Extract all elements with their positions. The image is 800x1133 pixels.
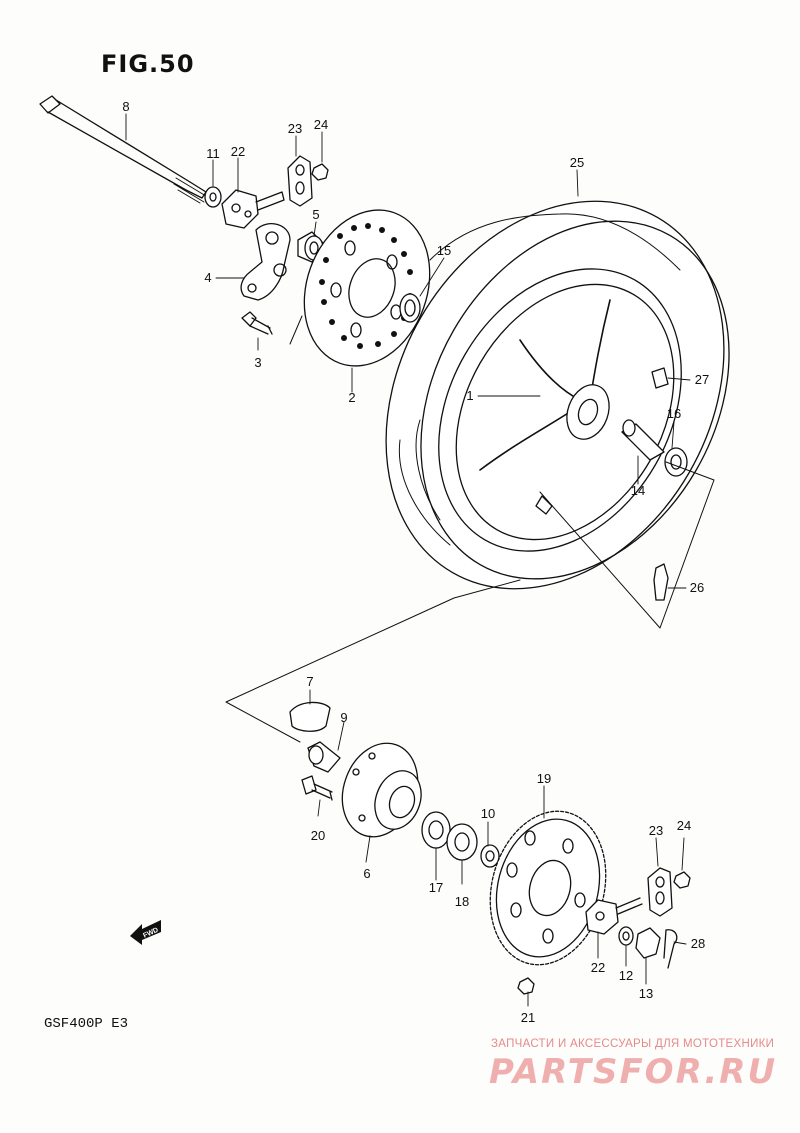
dust-seal-16 — [664, 447, 688, 477]
adjuster-plate-lower — [647, 867, 673, 917]
washer-11 — [204, 186, 222, 208]
callout-7: 7 — [306, 674, 313, 689]
rear-sprocket — [489, 810, 607, 966]
bolt-20 — [301, 775, 333, 801]
tire-valve — [653, 563, 669, 601]
figure-title: FIG.50 — [101, 50, 195, 78]
callout-12: 12 — [619, 968, 633, 983]
callout-18: 18 — [455, 894, 469, 909]
callout-9: 9 — [340, 710, 347, 725]
callout-13: 13 — [639, 986, 653, 1001]
cushion-7 — [289, 701, 331, 732]
callout-23a: 23 — [288, 121, 302, 136]
watermark-tagline: ЗАПЧАСТИ И АКСЕССУАРЫ ДЛЯ МОТОТЕХНИКИ — [491, 1038, 775, 1050]
model-code: GSF400P E3 — [44, 1016, 129, 1032]
oil-seal-18 — [446, 823, 478, 861]
brake-disc — [303, 209, 431, 367]
sprocket-drum — [341, 742, 422, 838]
callout-6: 6 — [363, 866, 370, 881]
callout-14: 14 — [631, 483, 645, 498]
washer-12 — [618, 926, 634, 946]
bolt-3 — [241, 311, 273, 335]
spacer-14 — [621, 419, 665, 461]
bearing-17 — [421, 811, 451, 849]
callout-19: 19 — [537, 771, 551, 786]
callout-28: 28 — [691, 936, 705, 951]
callout-4: 4 — [204, 270, 211, 285]
callout-10: 10 — [481, 806, 495, 821]
nut-upper — [311, 163, 329, 181]
callout-11: 11 — [206, 146, 220, 161]
bearing-15 — [399, 293, 421, 323]
nut-lower — [673, 871, 691, 889]
arrow-left-icon: FWD — [130, 920, 161, 945]
cotter-pin-28 — [663, 929, 678, 969]
callout-20: 20 — [311, 828, 325, 843]
callout-24a: 24 — [314, 117, 328, 132]
callout-27: 27 — [695, 372, 709, 387]
rear-axle — [39, 95, 207, 204]
callout-22b: 22 — [591, 960, 605, 975]
damper-27 — [651, 367, 669, 389]
callout-22a: 22 — [231, 144, 245, 159]
caliper-bracket — [240, 223, 291, 301]
callout-8: 8 — [122, 99, 129, 114]
callout-24b: 24 — [677, 818, 691, 833]
nut-21 — [517, 977, 535, 995]
callout-17: 17 — [429, 880, 443, 895]
callout-25: 25 — [570, 155, 584, 170]
callout-23b: 23 — [649, 823, 663, 838]
castle-nut-13 — [635, 927, 661, 959]
callout-26: 26 — [690, 580, 704, 595]
callout-21: 21 — [521, 1010, 535, 1025]
spacer-10 — [480, 844, 500, 868]
callout-2: 2 — [348, 390, 355, 405]
chain-adjuster-upper — [221, 189, 285, 229]
spacer-9 — [307, 741, 341, 773]
callout-15: 15 — [437, 243, 451, 258]
callouts — [125, 113, 691, 1007]
assembly-leader-lines — [225, 315, 715, 743]
rear-rim — [438, 268, 682, 552]
fwd-marker: FWD — [128, 920, 164, 951]
callout-16: 16 — [667, 406, 681, 421]
callout-1: 1 — [466, 388, 473, 403]
watermark-brand: PARTSFOR.RU — [489, 1052, 778, 1092]
chain-adjuster-lower — [585, 897, 643, 935]
callout-5: 5 — [312, 207, 319, 222]
callout-3: 3 — [254, 355, 261, 370]
adjuster-plate-upper — [287, 155, 313, 207]
